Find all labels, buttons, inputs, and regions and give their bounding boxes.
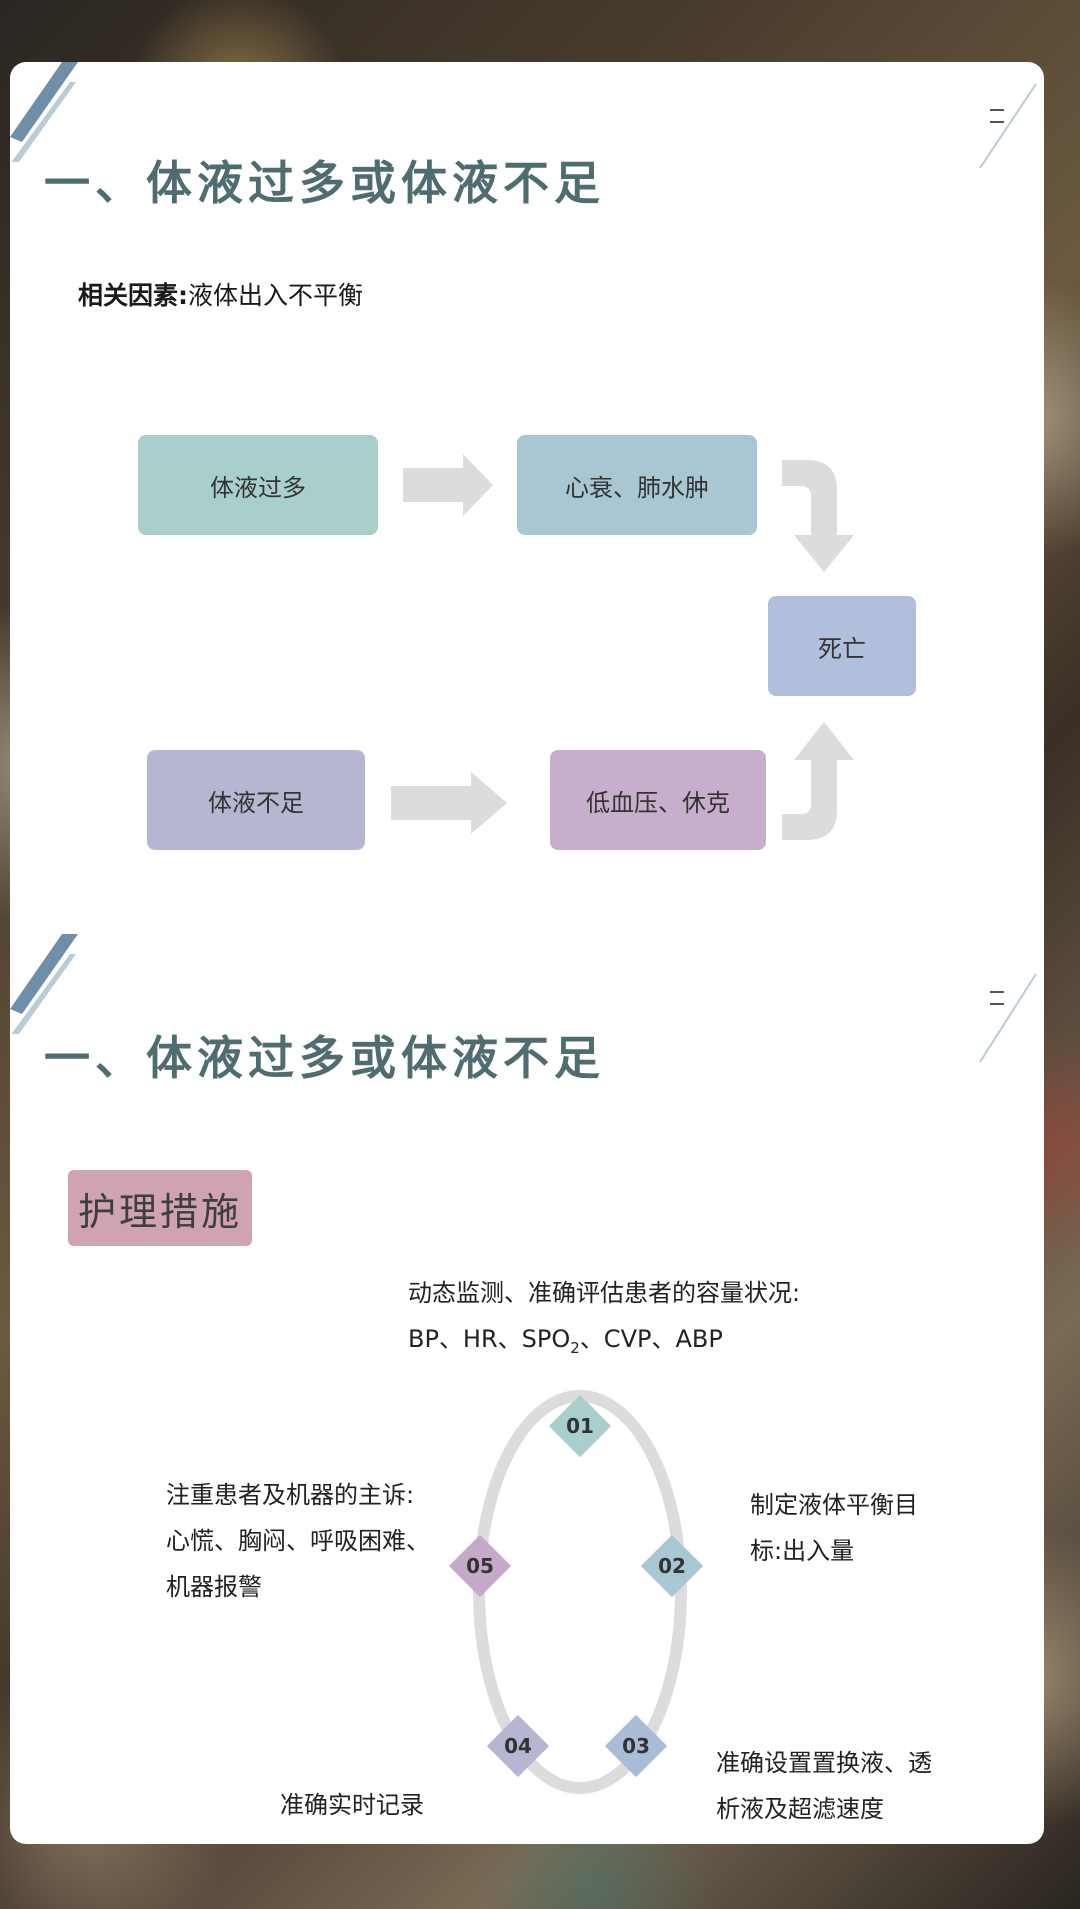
corner-lines-decoration <box>979 973 1037 1063</box>
step-03-diamond: 03 <box>604 1714 668 1778</box>
factors-label: 相关因素: <box>78 281 188 310</box>
step-02-text: 制定液体平衡目 标:出入量 <box>750 1491 918 1565</box>
arrow-right-icon <box>403 454 493 516</box>
step-05-diamond: 05 <box>448 1534 512 1598</box>
flow-box-shock: 低血压、休克 <box>550 750 766 850</box>
nursing-measures-badge: 护理措施 <box>68 1170 252 1246</box>
slide1-title: 一、体液过多或体液不足 <box>44 156 605 210</box>
slide2-title: 一、体液过多或体液不足 <box>44 1031 605 1085</box>
flow-box-death: 死亡 <box>768 596 916 696</box>
related-factors: 相关因素:液体出入不平衡 <box>78 276 363 312</box>
step-04-text: 准确实时记录 <box>280 1791 424 1819</box>
flow-box-deficit: 体液不足 <box>147 750 365 850</box>
step-02-diamond: 02 <box>640 1534 704 1598</box>
step-03-text: 准确设置置换液、透 析液及超滤速度 <box>716 1749 932 1823</box>
content-card: 一、体液过多或体液不足 相关因素:液体出入不平衡 体液过多 心衰、肺水肿 死亡 … <box>10 62 1044 1844</box>
factors-value: 液体出入不平衡 <box>188 281 364 310</box>
step-04-diamond: 04 <box>486 1714 550 1778</box>
step-05-text: 注重患者及机器的主诉: 心慌、胸闷、呼吸困难、 机器报警 <box>166 1481 430 1601</box>
arrow-curve-down-icon <box>782 460 854 572</box>
corner-lines-decoration <box>979 83 1037 169</box>
corner-stripe-decoration <box>10 62 78 162</box>
flow-box-excess: 体液过多 <box>138 435 378 535</box>
arrow-right-icon <box>391 772 507 834</box>
step-01-text: 动态监测、准确评估患者的容量状况: BP、HR、SPO2、CVP、ABP <box>408 1279 801 1357</box>
corner-stripe-decoration <box>10 934 78 1034</box>
flow-box-heart-failure: 心衰、肺水肿 <box>517 435 757 535</box>
step-01-diamond: 01 <box>548 1394 612 1458</box>
arrow-curve-up-icon <box>782 722 854 840</box>
